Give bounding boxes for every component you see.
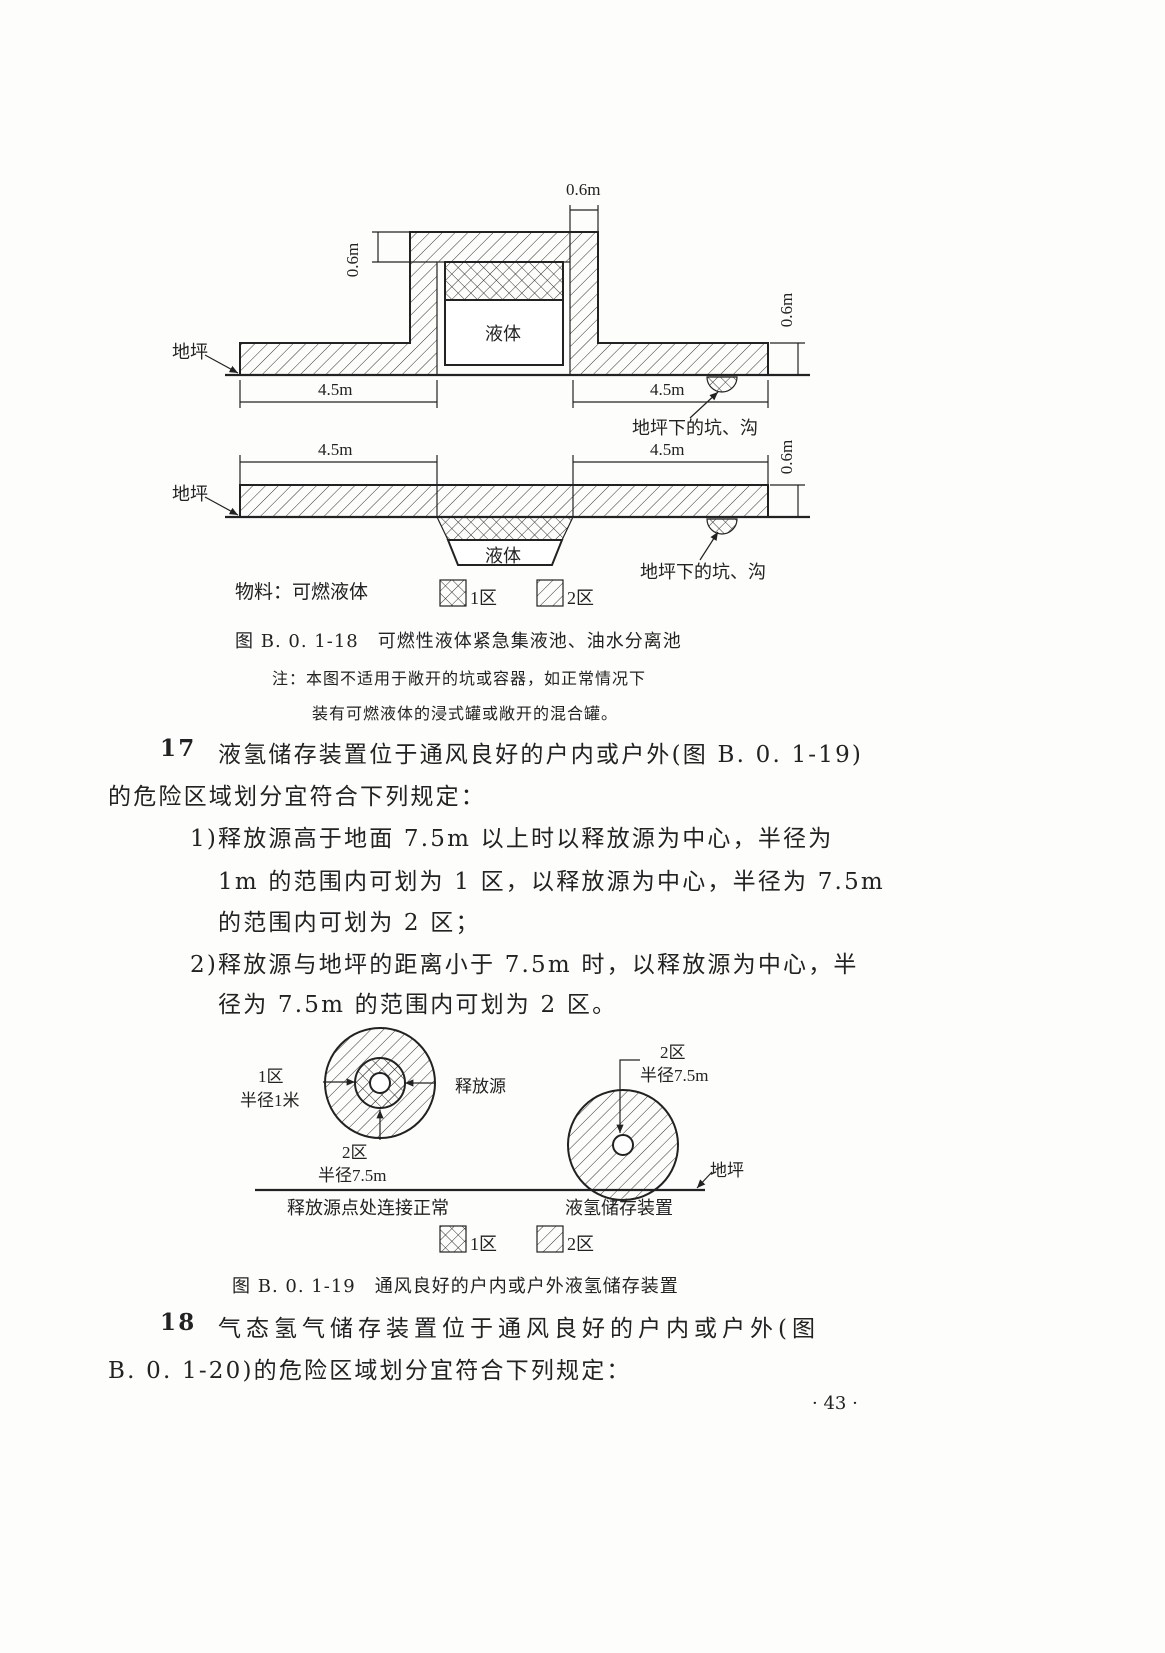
legend-zone2: 2区 bbox=[567, 1234, 594, 1254]
ground-label: 地坪 bbox=[172, 342, 208, 362]
zone2-label: 2区 bbox=[660, 1043, 686, 1062]
pit-label: 地坪下的坑、沟 bbox=[640, 562, 766, 582]
paragraph-line: 液氢储存装置位于通风良好的户内或户外(图 B. 0. 1-19) bbox=[218, 742, 864, 768]
right-title: 液氢储存装置 bbox=[565, 1198, 673, 1218]
zone2-lower-slab bbox=[239, 484, 769, 518]
dim-label: 4.5m bbox=[650, 380, 685, 399]
left-title: 释放源点处连接正常 bbox=[287, 1198, 449, 1218]
list-item: 2)释放源与地坪的距离小于 7.5m 时，以释放源为中心，半 bbox=[190, 952, 859, 978]
list-item: 1m 的范围内可划为 1 区，以释放源为中心，半径为 7.5m bbox=[218, 869, 885, 895]
dim-label: 0.6m bbox=[777, 439, 797, 475]
figure-caption: 图 B. 0. 1-18 可燃性液体紧急集液池、油水分离池 bbox=[235, 631, 682, 652]
clause-number: 17 bbox=[160, 735, 197, 762]
list-item: 的范围内可划为 2 区； bbox=[218, 910, 481, 936]
release-source-right bbox=[612, 1134, 634, 1156]
clause-number: 18 bbox=[160, 1309, 197, 1336]
zone1-label: 1区 bbox=[258, 1067, 284, 1086]
liquid-label: 液体 bbox=[485, 546, 521, 566]
list-item: 1)释放源高于地面 7.5m 以上时以释放源为中心，半径为 bbox=[190, 826, 834, 852]
paragraph-line: 气态氢气储存装置位于通风良好的户内或户外(图 bbox=[218, 1316, 820, 1342]
liquid-box-upper bbox=[444, 299, 564, 366]
figure-note: 注：本图不适用于敞开的坑或容器，如正常情况下 bbox=[272, 669, 647, 688]
dim-label: 0.6m bbox=[566, 180, 601, 199]
dim-label: 4.5m bbox=[318, 380, 353, 399]
dim-label: 4.5m bbox=[318, 440, 353, 459]
pit-upper bbox=[706, 376, 738, 393]
zone1-upper bbox=[444, 261, 564, 301]
ground-label: 地坪 bbox=[172, 484, 208, 504]
liquid-box-lower bbox=[446, 539, 564, 566]
pit-label: 地坪下的坑、沟 bbox=[632, 418, 758, 438]
zone1-radius: 半径1米 bbox=[240, 1091, 300, 1110]
zone1-lower bbox=[436, 516, 574, 541]
list-item: 径为 7.5m 的范围内可划为 2 区。 bbox=[218, 992, 618, 1018]
dim-label: 4.5m bbox=[650, 440, 685, 459]
legend-zone1: 1区 bbox=[470, 588, 497, 608]
pit-lower bbox=[706, 518, 738, 535]
zone2-radius: 半径7.5m bbox=[318, 1166, 387, 1185]
zone2-radius: 半径7.5m bbox=[640, 1066, 709, 1085]
dim-label: 0.6m bbox=[343, 242, 363, 278]
figure-caption: 图 B. 0. 1-19 通风良好的户内或户外液氢储存装置 bbox=[232, 1276, 679, 1297]
legend-zone1: 1区 bbox=[470, 1234, 497, 1254]
zone2-label: 2区 bbox=[342, 1143, 368, 1162]
paragraph-line: 的危险区域划分宜符合下列规定： bbox=[108, 784, 486, 810]
release-source-left bbox=[369, 1072, 391, 1094]
page-number: · 43 · bbox=[812, 1393, 858, 1414]
source-label: 释放源 bbox=[455, 1077, 506, 1096]
paragraph-line: B. 0. 1-20)的危险区域划分宜符合下列规定： bbox=[108, 1358, 632, 1384]
dim-label: 0.6m bbox=[777, 292, 797, 328]
material-label: 物料：可燃液体 bbox=[235, 582, 369, 603]
liquid-label: 液体 bbox=[485, 324, 521, 344]
figure-note: 装有可燃液体的浸式罐或敞开的混合罐。 bbox=[312, 704, 619, 723]
legend-zone2: 2区 bbox=[567, 588, 594, 608]
ground-label: 地坪 bbox=[710, 1161, 744, 1180]
